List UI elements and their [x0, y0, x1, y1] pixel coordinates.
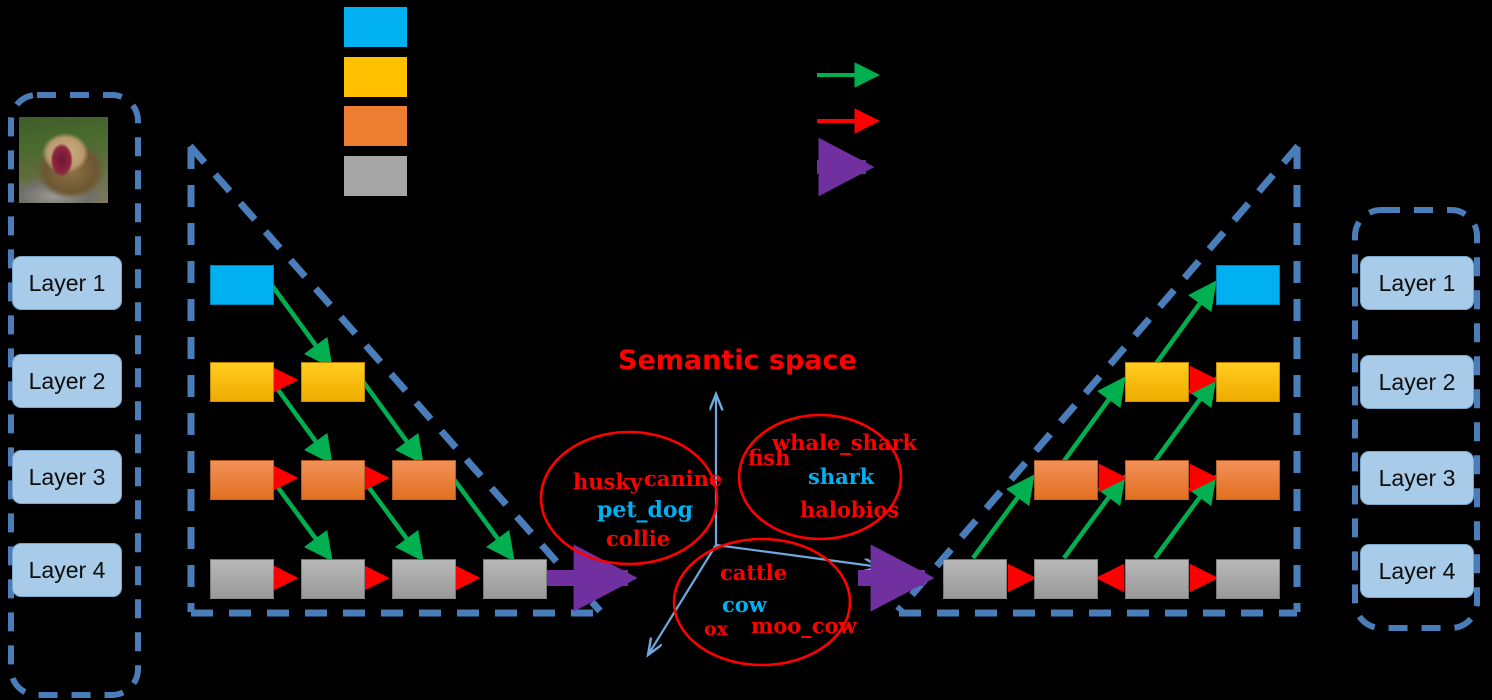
word-cattle: cattle [720, 560, 788, 585]
left-block-l4-4[interactable] [483, 559, 547, 599]
right-block-l4-2[interactable] [1034, 559, 1098, 599]
left-layer-box-4[interactable]: Layer 4 [12, 543, 122, 597]
left-panel-dashed-frame [8, 92, 141, 698]
right-block-l3-2[interactable] [1125, 460, 1189, 500]
right-layer-label-4: Layer 4 [1378, 557, 1456, 584]
right-block-l4-3[interactable] [1125, 559, 1189, 599]
semantic-space-title: Semantic space [618, 345, 857, 376]
left-block-l2-2[interactable] [301, 362, 365, 402]
left-layer-box-1[interactable]: Layer 1 [12, 256, 122, 310]
right-layer-box-1[interactable]: Layer 1 [1360, 256, 1474, 310]
left-block-l4-1[interactable] [210, 559, 274, 599]
word-fish: fish [748, 445, 791, 470]
level-2-swatch [344, 57, 407, 97]
right-block-l2-1[interactable] [1125, 362, 1189, 402]
word-collie: collie [606, 526, 671, 551]
right-layer-box-2[interactable]: Layer 2 [1360, 355, 1474, 409]
right-layer-box-4[interactable]: Layer 4 [1360, 544, 1474, 598]
word-pet-dog: pet_dog [597, 497, 693, 523]
right-layer-box-3[interactable]: Layer 3 [1360, 451, 1474, 505]
green-arrow-l3c-to-l4d [451, 476, 515, 562]
word-ox: ox [704, 618, 729, 640]
word-moo-cow: moo_cow [751, 613, 857, 638]
left-block-l4-2[interactable] [301, 559, 365, 599]
left-frame-hypotenuse [187, 143, 603, 614]
green-arrow-l2b-to-l3c [360, 378, 424, 465]
axis-left-down [648, 544, 717, 655]
left-layer-label-3: Layer 3 [28, 463, 106, 490]
word-husky: husky [573, 469, 643, 494]
cattle-cluster-ellipse [672, 537, 852, 667]
right-block-l4-4[interactable] [1216, 559, 1280, 599]
right-layer-label-2: Layer 2 [1378, 368, 1456, 395]
level-4-swatch [344, 156, 407, 196]
left-layer-label-1: Layer 1 [28, 269, 106, 296]
word-shark: shark [808, 464, 875, 489]
left-block-l4-3[interactable] [392, 559, 456, 599]
left-layer-label-4: Layer 4 [28, 556, 106, 583]
green-arrow-r4a-to-r3a [971, 474, 1035, 560]
right-block-l4-1[interactable] [943, 559, 1007, 599]
green-arrow-r3b-to-r2a [1062, 376, 1126, 463]
left-block-l2-1[interactable] [210, 362, 274, 402]
right-block-l3-1[interactable] [1034, 460, 1098, 500]
lion-photo [19, 117, 108, 203]
left-layer-box-2[interactable]: Layer 2 [12, 354, 122, 408]
left-block-l1-1[interactable] [210, 265, 274, 305]
axis-right [715, 543, 880, 567]
left-layer-box-3[interactable]: Layer 3 [12, 450, 122, 504]
left-layer-label-2: Layer 2 [28, 367, 106, 394]
green-arrow-l1-to-l2 [269, 282, 333, 369]
right-block-l2-2[interactable] [1216, 362, 1280, 402]
word-canine: canine [644, 466, 723, 491]
left-block-l3-1[interactable] [210, 460, 274, 500]
dog-cluster-ellipse [539, 430, 719, 566]
green-arrow-r2a-to-r1 [1153, 280, 1217, 367]
right-block-l1-1[interactable] [1216, 265, 1280, 305]
level-1-swatch [344, 7, 407, 47]
level-3-swatch [344, 106, 407, 146]
right-layer-label-3: Layer 3 [1378, 464, 1456, 491]
right-layer-label-1: Layer 1 [1378, 269, 1456, 296]
left-block-l3-3[interactable] [392, 460, 456, 500]
word-cow: cow [722, 592, 767, 617]
left-block-l3-2[interactable] [301, 460, 365, 500]
word-whale-shark: whale_shark [772, 430, 918, 455]
word-halobios: halobios [800, 497, 900, 522]
right-panel-dashed-frame [1352, 207, 1480, 631]
fish-cluster-ellipse [737, 413, 903, 541]
right-block-l3-3[interactable] [1216, 460, 1280, 500]
